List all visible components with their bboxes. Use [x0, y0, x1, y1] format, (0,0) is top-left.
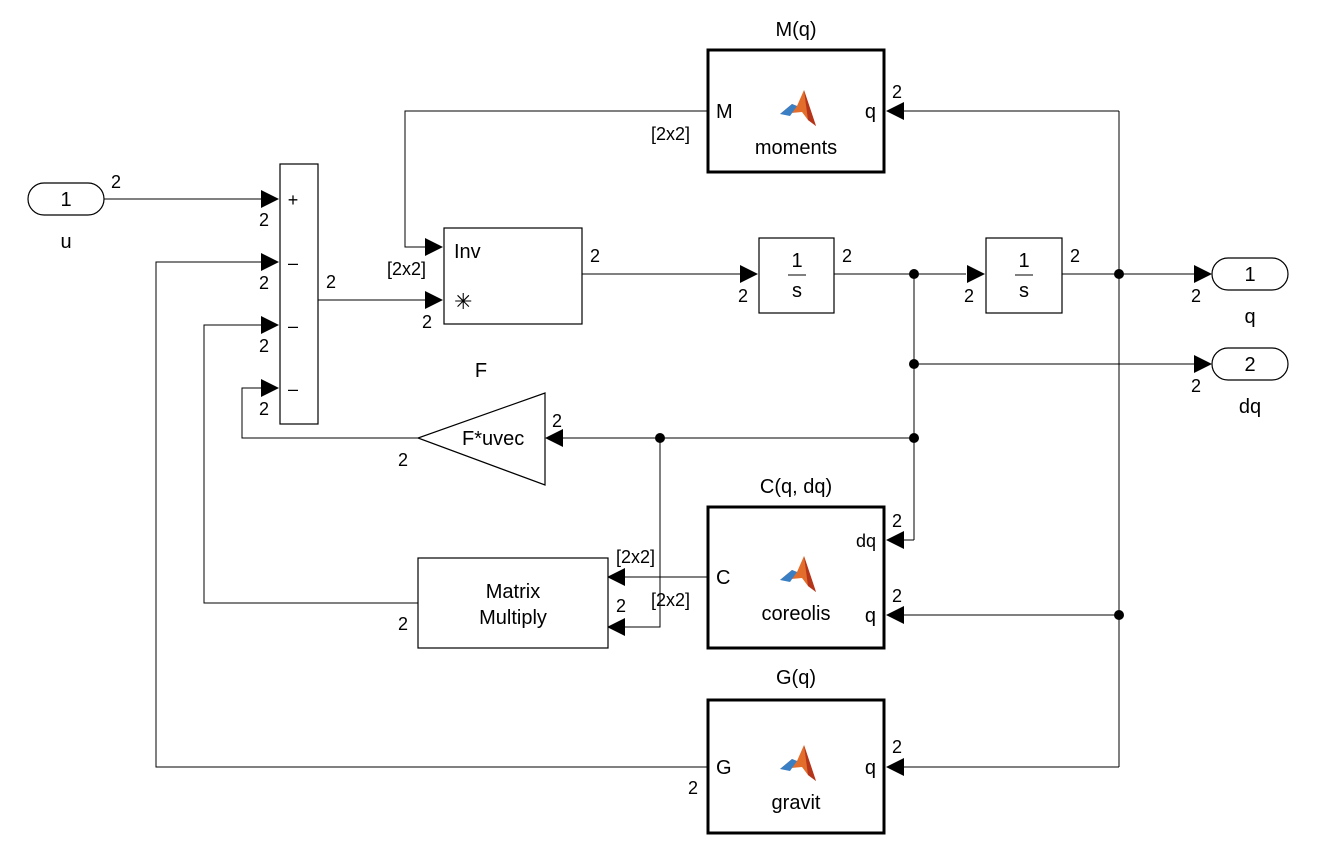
dim-label: 2 [552, 411, 562, 431]
matmul-line2: Multiply [479, 607, 547, 629]
outport-q-number: 1 [1244, 264, 1255, 286]
dim-label: [2x2] [651, 590, 690, 610]
sum-sign-3: – [288, 316, 298, 336]
dim-label: 2 [590, 246, 600, 266]
dim-label: 2 [398, 450, 408, 470]
gravit-out-port: G [716, 757, 732, 779]
arrow-q-out [1194, 265, 1212, 283]
coreolis-in-port-dq: dq [856, 531, 876, 551]
arrow-mm-in2 [607, 618, 625, 636]
moments-name: moments [755, 137, 837, 159]
arrow-c-in1 [886, 531, 904, 549]
arrow-c-in2 [886, 606, 904, 624]
coreolis-title: C(q, dq) [760, 476, 832, 498]
dim-label: [2x2] [387, 259, 426, 279]
sum-sign-4: – [288, 379, 298, 399]
gravit-name: gravit [772, 792, 821, 814]
dim-label: 2 [1191, 376, 1201, 396]
arrow-m-in [886, 102, 904, 120]
arrow-int1-in [740, 265, 758, 283]
dim-label: 2 [616, 596, 626, 616]
fcn-block-gravit[interactable]: G(q) G q gravit [706, 667, 886, 835]
coreolis-out-port: C [716, 567, 730, 589]
gain-expression: F*uvec [462, 428, 524, 450]
dim-label: 2 [1191, 286, 1201, 306]
matrix-multiply-block[interactable]: Matrix Multiply [417, 557, 609, 649]
dim-label: 2 [738, 286, 748, 306]
arrow-inv-in2 [425, 291, 443, 309]
outport-dq[interactable]: 2 dq [1211, 347, 1289, 418]
dim-label: 2 [1070, 246, 1080, 266]
outport-q-label: q [1244, 306, 1255, 328]
sum-sign-1: + [288, 190, 299, 210]
dim-label: 2 [422, 312, 432, 332]
dim-label: 2 [688, 778, 698, 798]
dim-label: 2 [892, 511, 902, 531]
dim-label: [2x2] [616, 547, 655, 567]
arrow-sum-in1 [261, 190, 279, 208]
dim-label: 2 [326, 272, 336, 292]
dim-label: 2 [842, 246, 852, 266]
integrator-1-numerator: 1 [791, 250, 802, 272]
matlab-logo-icon [780, 90, 816, 126]
matmul-line1: Matrix [486, 581, 540, 603]
dim-label: 2 [111, 172, 121, 192]
dim-label: 2 [398, 614, 408, 634]
dim-label: 2 [892, 82, 902, 102]
arrow-sum-in2 [261, 253, 279, 271]
moments-out-port: M [716, 101, 733, 123]
outport-dq-number: 2 [1244, 354, 1255, 376]
arrowheads [261, 102, 1212, 776]
coreolis-name: coreolis [762, 603, 831, 625]
gravit-title: G(q) [776, 667, 816, 689]
integrator-2[interactable]: 1 s [985, 237, 1063, 314]
multiply-symbol: ✳ [454, 289, 472, 314]
sum-sign-2: – [288, 253, 298, 273]
dim-label: 2 [259, 336, 269, 356]
dimension-labels: 2 2 2 2 2 2 [2x2] 2 2 2 2 2 2 2 2 2 2 2 … [111, 82, 1201, 798]
outport-dq-label: dq [1239, 396, 1261, 418]
inport-u-label: u [60, 231, 71, 253]
dim-label: 2 [259, 210, 269, 230]
moments-in-port: q [865, 101, 876, 123]
integrator-2-numerator: 1 [1018, 250, 1029, 272]
arrow-inv-in1 [425, 238, 443, 256]
integrator-1-denominator: s [792, 280, 802, 302]
arrow-sum-in4 [261, 379, 279, 397]
integrator-2-denominator: s [1019, 280, 1029, 302]
outport-q[interactable]: 1 q [1211, 257, 1289, 328]
moments-title: M(q) [775, 19, 816, 41]
arrow-g-in [886, 758, 904, 776]
gain-title: F [475, 360, 487, 382]
integrator-1[interactable]: 1 s [758, 237, 835, 314]
arrow-dq-out [1194, 355, 1212, 373]
dim-label: 2 [964, 286, 974, 306]
dim-label: 2 [892, 586, 902, 606]
dim-label: 2 [259, 399, 269, 419]
dim-label: 2 [259, 273, 269, 293]
sum-block[interactable]: + – – – [279, 163, 319, 425]
arrow-gain-in [545, 429, 563, 447]
arrow-sum-in3 [261, 316, 279, 334]
matlab-logo-icon [780, 556, 816, 592]
fcn-block-moments[interactable]: M(q) M q moments [706, 19, 886, 174]
matlab-logo-icon [780, 745, 816, 781]
gain-block-f[interactable]: F F*uvec [416, 360, 546, 486]
coreolis-in-port-q: q [865, 605, 876, 627]
arrow-int2-in [967, 265, 985, 283]
junction-dots [655, 269, 1124, 620]
inport-u[interactable]: 1 u [27, 182, 105, 253]
dim-label: 2 [892, 737, 902, 757]
inv-product-block[interactable]: Inv ✳ [443, 227, 583, 325]
gravit-in-port: q [865, 757, 876, 779]
dim-label: [2x2] [651, 124, 690, 144]
arrow-mm-in1 [607, 568, 625, 586]
inv-label: Inv [454, 241, 481, 263]
signal-lines [104, 110, 1194, 768]
inport-u-number: 1 [60, 189, 71, 211]
fcn-block-coreolis[interactable]: C(q, dq) dq q C coreolis [706, 476, 886, 650]
